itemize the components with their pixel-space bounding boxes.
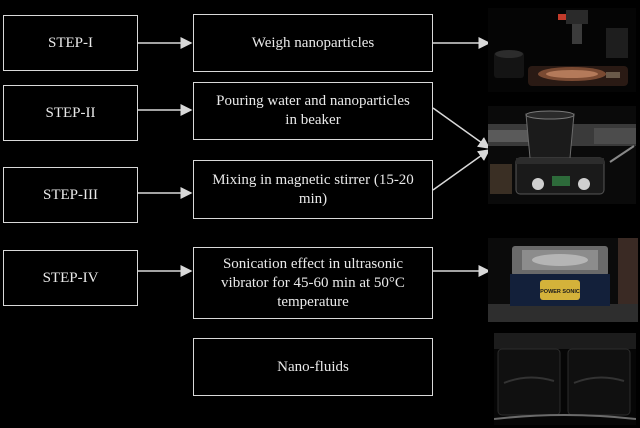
step-1-label: STEP-I	[48, 34, 93, 51]
process-pour-box: Pouring water and nanoparticles in beake…	[193, 82, 433, 140]
process-nanofluids-box: Nano-fluids	[193, 338, 433, 396]
step-1-box: STEP-I	[3, 15, 138, 71]
process-sonication-box: Sonication effect in ultrasonic vibrator…	[193, 247, 433, 319]
step-3-label: STEP-III	[43, 186, 98, 203]
photo-ultrasonic-vibrator: POWER SONIC	[488, 238, 638, 322]
process-pour-text: Pouring water and nanoparticles in beake…	[216, 93, 410, 128]
photo-magnetic-stirrer	[488, 106, 636, 204]
step-3-box: STEP-III	[3, 167, 138, 223]
arrow-pour-photo	[432, 107, 491, 149]
process-weigh-box: Weigh nanoparticles	[193, 14, 433, 72]
sonicator-brand-label: POWER SONIC	[540, 289, 580, 295]
photo-weighing-balance	[488, 8, 636, 92]
process-sonication-text: Sonication effect in ultrasonic vibrator…	[221, 255, 405, 310]
process-nanofluids-text: Nano-fluids	[277, 358, 349, 375]
step-4-box: STEP-IV	[3, 250, 138, 306]
process-weigh-text: Weigh nanoparticles	[251, 34, 375, 51]
photo-nanofluids	[494, 333, 636, 425]
process-mix-text: Mixing in magnetic stirrer (15-20 min)	[212, 171, 414, 207]
arrow-mix-photo	[432, 149, 491, 191]
process-mix-box: Mixing in magnetic stirrer (15-20 min)	[193, 160, 433, 219]
step-2-label: STEP-II	[45, 104, 96, 121]
step-2-box: STEP-II	[3, 85, 138, 141]
step-4-label: STEP-IV	[42, 269, 99, 286]
